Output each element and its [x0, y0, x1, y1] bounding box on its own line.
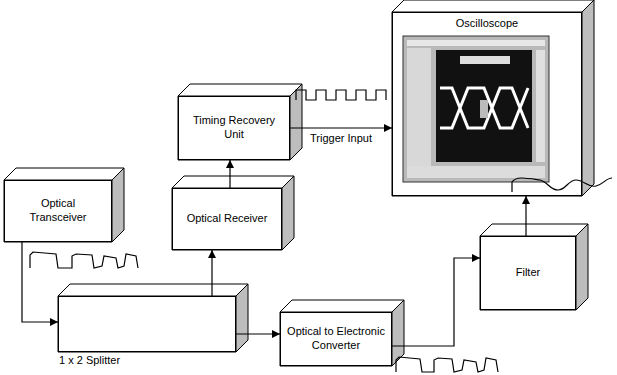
box-face — [58, 284, 248, 296]
signal-connector — [211, 250, 212, 296]
box-face — [392, 300, 404, 366]
device-box: 1 x 2 Splitter — [58, 296, 236, 352]
box-face — [280, 312, 392, 366]
electrical-waveform — [396, 357, 498, 372]
signal-connector — [22, 242, 58, 322]
signal-connector — [290, 127, 392, 128]
device-box: Filter — [480, 236, 576, 310]
edge-label: Trigger Input — [308, 132, 374, 145]
box-face — [112, 168, 124, 242]
device-box: Timing Recovery Unit — [178, 96, 290, 160]
box-face — [178, 84, 302, 96]
device-label: Timing Recovery Unit — [185, 114, 283, 142]
filtered-waveform — [512, 178, 612, 192]
signal-connector — [229, 160, 230, 188]
box-face — [58, 296, 236, 352]
box-face — [236, 284, 248, 352]
scope-screen — [403, 36, 549, 182]
box-face — [4, 180, 112, 242]
box-face — [172, 188, 282, 250]
device-label: Optical Transceiver — [11, 197, 105, 225]
device-label: Optical Receiver — [187, 212, 268, 226]
device-label: Optical to Electronic Converter — [287, 325, 385, 353]
device-box: Optical Receiver — [172, 188, 282, 250]
box-face — [178, 96, 290, 160]
box-face — [480, 236, 576, 310]
box-face — [480, 224, 588, 236]
box-face — [576, 224, 588, 310]
signal-connector — [392, 258, 480, 346]
box-face — [280, 300, 404, 312]
device-label: 1 x 2 Splitter — [59, 354, 120, 368]
device-box: Optical to Electronic Converter — [280, 312, 392, 366]
box-face — [582, 0, 594, 196]
device-label: Filter — [516, 266, 540, 280]
oscilloscope-box: Oscilloscope — [392, 12, 582, 196]
box-face — [282, 176, 294, 250]
box-face — [4, 168, 124, 180]
optical-waveform — [30, 252, 138, 268]
box-face — [392, 12, 582, 196]
signal-connector — [236, 333, 280, 334]
device-label: Oscilloscope — [456, 17, 518, 31]
clock-wave — [296, 90, 386, 100]
signal-connector — [525, 196, 526, 236]
box-face — [172, 176, 294, 188]
device-box: Optical Transceiver — [4, 180, 112, 242]
box-face — [392, 0, 594, 12]
